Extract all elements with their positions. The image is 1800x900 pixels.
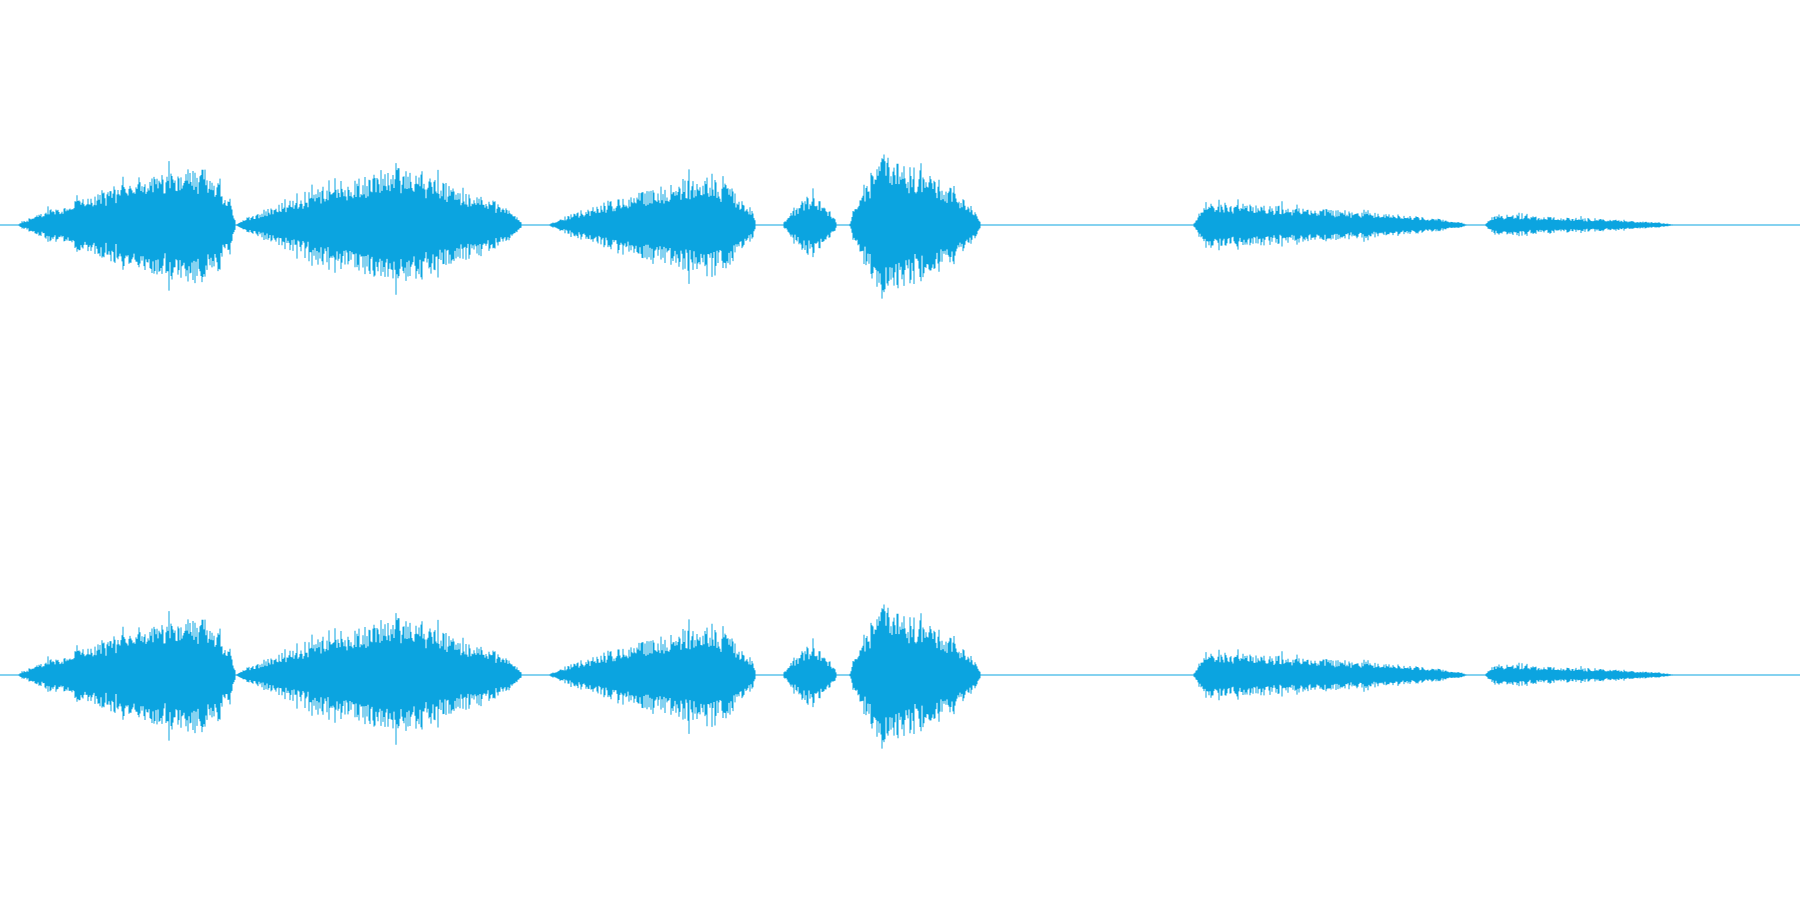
channel-2-svg xyxy=(0,604,1800,749)
channel-2-waveform[interactable] xyxy=(0,450,1800,900)
channel-1-svg xyxy=(0,154,1800,299)
channel-2-signal xyxy=(18,604,1674,749)
channel-1-waveform[interactable] xyxy=(0,0,1800,450)
channel-1-signal xyxy=(18,154,1674,299)
